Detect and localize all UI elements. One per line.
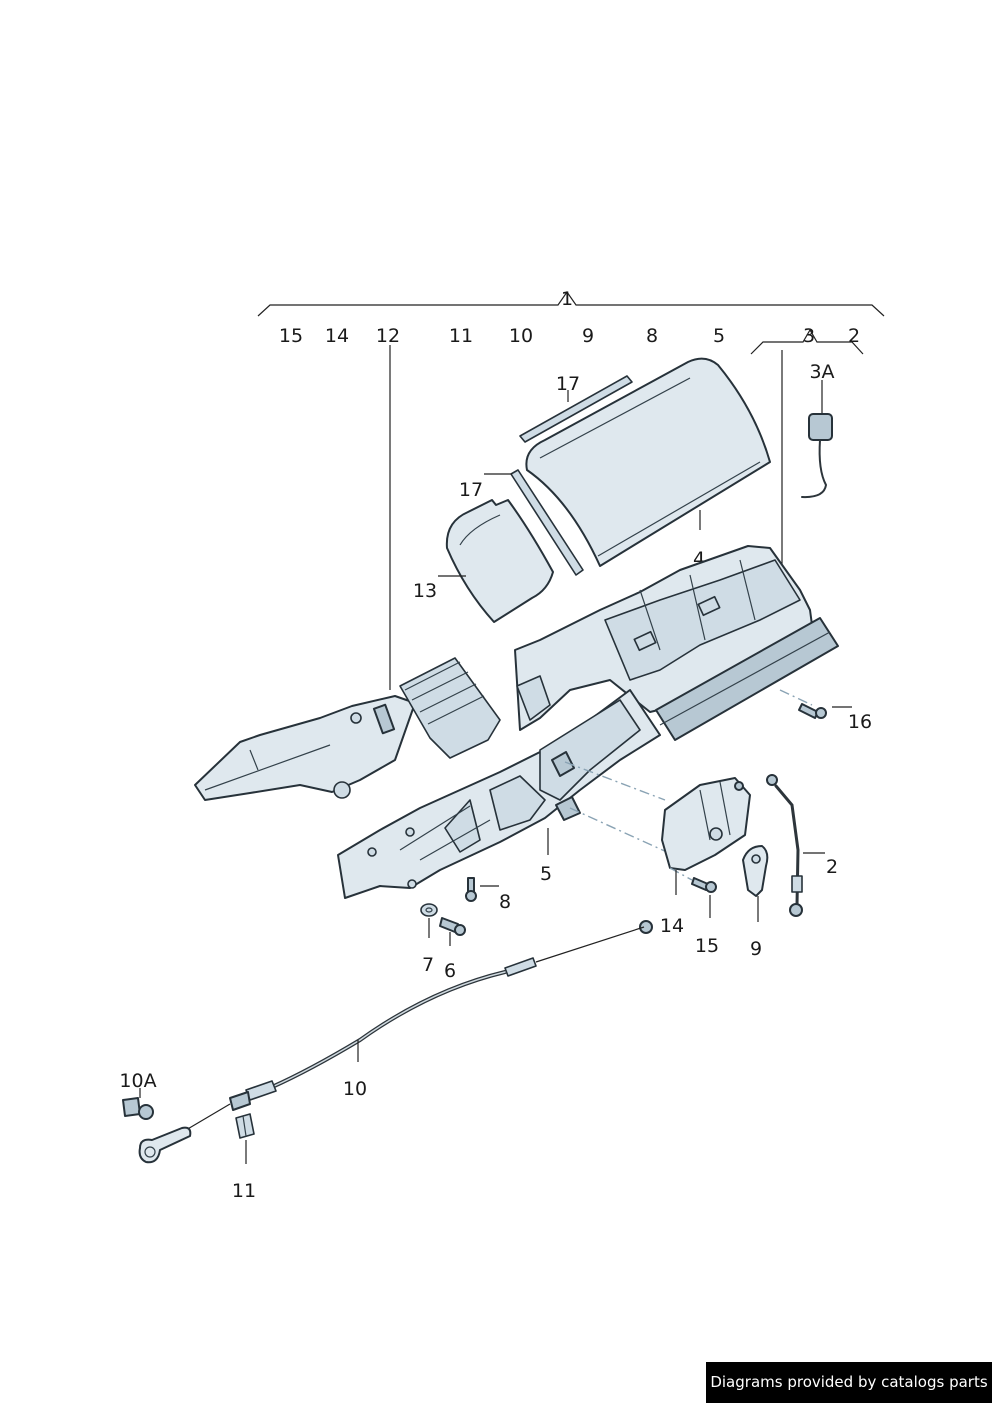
header-label-5: 5 xyxy=(713,325,725,347)
alignment-line-b xyxy=(569,807,681,859)
callout-17a: 17 xyxy=(556,373,580,395)
alignment-line-a xyxy=(564,761,666,801)
clip-11 xyxy=(235,1113,255,1139)
callout-10a: 10A xyxy=(119,1070,156,1092)
header-label-3: 3 xyxy=(803,325,815,347)
callout-17b: 17 xyxy=(459,479,483,501)
washer-7 xyxy=(420,903,438,917)
ball-end-14 xyxy=(639,920,653,934)
callout-8: 8 xyxy=(499,891,511,913)
header-label-12: 12 xyxy=(376,325,400,347)
end-cap-panel xyxy=(445,499,554,623)
lid-panel xyxy=(525,357,771,567)
callout-9: 9 xyxy=(750,938,762,960)
callout-13: 13 xyxy=(413,580,437,602)
callout-7: 7 xyxy=(422,954,434,976)
glovebox-housing xyxy=(514,545,839,741)
ball-stud-10a xyxy=(122,1097,192,1164)
lock-actuator xyxy=(661,777,751,871)
callout-11: 11 xyxy=(232,1180,256,1202)
header-label-14: 14 xyxy=(325,325,349,347)
screw-15 xyxy=(669,867,717,893)
callout-5: 5 xyxy=(540,863,552,885)
screw-8 xyxy=(465,877,477,902)
assembly-bracket xyxy=(257,290,885,317)
header-label-10: 10 xyxy=(509,325,533,347)
header-label-8: 8 xyxy=(646,325,658,347)
sensor-3a xyxy=(801,380,833,499)
header-label-15: 15 xyxy=(279,325,303,347)
bracket-label: 1 xyxy=(561,288,573,310)
callout-15: 15 xyxy=(695,935,719,957)
bowden-cable-10 xyxy=(185,926,645,1131)
sub-bracket xyxy=(750,328,864,355)
screw-16 xyxy=(779,689,827,719)
hinge-bracket xyxy=(194,657,501,801)
footer-credit: Diagrams provided by catalogs parts xyxy=(706,1362,992,1403)
connecting-rod-2 xyxy=(766,774,803,917)
callout-10: 10 xyxy=(343,1078,367,1100)
lever-9 xyxy=(742,845,769,897)
callout-14: 14 xyxy=(660,915,684,937)
seal-strip-upper xyxy=(519,375,633,443)
header-label-11: 11 xyxy=(449,325,473,347)
header-label-9: 9 xyxy=(582,325,594,347)
callout-3a: 3A xyxy=(809,361,834,383)
lower-frame xyxy=(337,689,661,899)
seal-strip-lower xyxy=(510,469,584,576)
callout-2: 2 xyxy=(826,856,838,878)
callout-6: 6 xyxy=(444,960,456,982)
callout-16: 16 xyxy=(848,711,872,733)
screw-6 xyxy=(439,917,466,936)
